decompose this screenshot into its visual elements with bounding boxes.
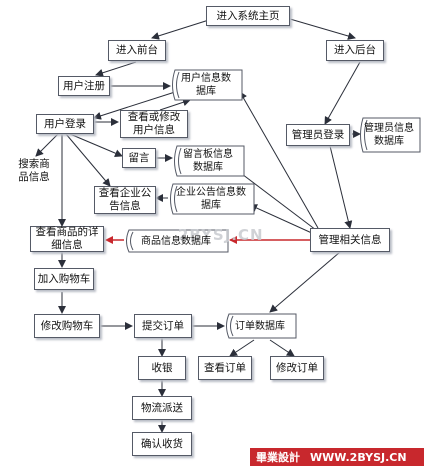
msg-db-shape [174,145,245,177]
submit-order-node: 提交订单 [134,314,192,338]
user-db-shape [172,69,243,101]
goods-db-node: 商品信息数据库 [124,229,229,253]
admin-db-label: 管理员信息数据库 [364,123,414,147]
order-db-shape [226,313,297,339]
user-db-node: 用户信息数据库 [170,69,243,101]
watermark: 2BYSJ.CN [178,226,264,244]
delivery-node: 物流派送 [132,396,192,420]
view-order-node: 查看订单 [198,356,252,380]
search-node: 搜索商品信息 [18,158,50,183]
admin-login-node: 管理员登录 [286,124,350,146]
order-db-label: 订单数据库 [235,320,285,332]
notice-db-node: 企业公告信息数据库 [168,183,255,215]
notice-db-shape [170,183,255,215]
goods-detail-node: 查看商品的详细信息 [30,226,104,252]
notice-db-label: 企业公告信息数据库 [176,187,246,211]
register-node: 用户注册 [58,76,110,96]
edit-order-node: 修改订单 [270,356,324,380]
back-node: 进入后台 [326,40,384,61]
msg-db-node: 留言板信息数据库 [172,145,245,177]
home-node: 进入系统主页 [206,6,290,26]
goods-db-shape [126,229,229,253]
goods-db-label: 商品信息数据库 [141,235,211,247]
user-db-label: 用户信息数据库 [181,73,231,97]
edit-cart-node: 修改购物车 [34,314,100,338]
msg-db-label: 留言板信息数据库 [183,149,233,173]
cashier-node: 收银 [138,356,186,380]
add-cart-node: 加入购物车 [34,268,94,290]
manage-node: 管理相关信息 [310,228,390,252]
admin-db-shape [360,117,421,153]
message-node: 留言 [122,148,156,168]
footer-banner: 畢業設計 WWW.2BYSJ.CN [250,448,424,466]
admin-db-node: 管理员信息数据库 [358,117,421,153]
footer-brand: 畢業設計 [256,451,300,464]
front-node: 进入前台 [108,40,166,61]
order-db-node: 订单数据库 [224,313,297,339]
confirm-node: 确认收货 [132,432,192,456]
footer-site: WWW.2BYSJ.CN [310,450,407,464]
notice-node: 查看企业公告信息 [94,186,156,214]
view-edit-user-node: 查看或修改用户信息 [120,110,188,138]
login-node: 用户登录 [36,114,94,134]
